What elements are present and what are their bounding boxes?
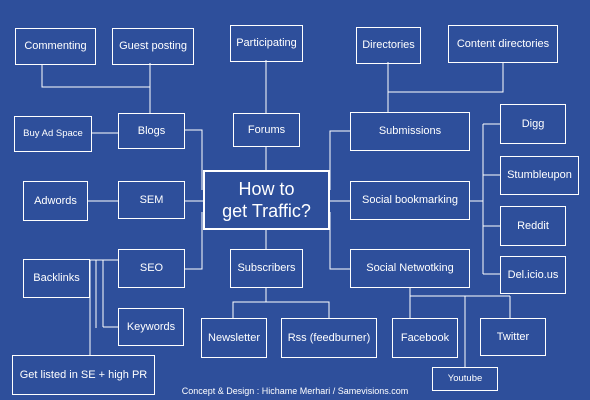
node-facebook: Facebook <box>392 318 458 358</box>
connector-blogs-center <box>185 129 203 190</box>
node-youtube: Youtube <box>432 367 498 391</box>
connector-seo-center <box>185 212 203 270</box>
node-commenting: Commenting <box>15 28 96 65</box>
node-backlinks: Backlinks <box>23 259 90 298</box>
node-buy-ad-space: Buy Ad Space <box>14 116 92 152</box>
node-keywords: Keywords <box>118 308 184 346</box>
node-sem: SEM <box>118 181 185 219</box>
node-adwords: Adwords <box>23 181 88 221</box>
node-reddit: Reddit <box>500 206 566 246</box>
node-forums: Forums <box>233 113 300 147</box>
node-seo: SEO <box>118 249 185 288</box>
node-content-directories: Content directories <box>448 25 558 63</box>
node-twitter: Twitter <box>480 318 546 356</box>
node-directories: Directories <box>356 27 421 64</box>
node-submissions: Submissions <box>350 112 470 151</box>
connector-commenting-blogs <box>41 65 151 113</box>
node-blogs: Blogs <box>118 113 185 149</box>
node-guest-posting: Guest posting <box>112 28 194 65</box>
central-line-2: get Traffic? <box>222 201 311 221</box>
credit-line: Concept & Design : Hichame Merhari / Sam… <box>181 386 409 396</box>
connector-subscribers-children <box>232 301 330 318</box>
central-topic: How to get Traffic? <box>203 170 330 230</box>
node-newsletter: Newsletter <box>201 318 267 358</box>
node-subscribers: Subscribers <box>230 249 303 288</box>
node-social-networking: Social Netwotking <box>350 249 470 288</box>
node-social-bookmarking: Social bookmarking <box>350 181 470 220</box>
node-digg: Digg <box>500 104 566 144</box>
connector-social-networking-center <box>329 212 350 270</box>
connector-submissions-center <box>329 130 350 190</box>
central-line-1: How to <box>238 178 295 199</box>
connector-content-directories-submissions <box>388 63 504 93</box>
node-stumbleupon: Stumbleupon <box>500 156 579 195</box>
node-rss: Rss (feedburner) <box>281 318 377 358</box>
node-get-listed: Get listed in SE + high PR <box>12 355 155 395</box>
node-participating: Participating <box>230 25 303 62</box>
node-delicious: Del.icio.us <box>500 256 566 294</box>
